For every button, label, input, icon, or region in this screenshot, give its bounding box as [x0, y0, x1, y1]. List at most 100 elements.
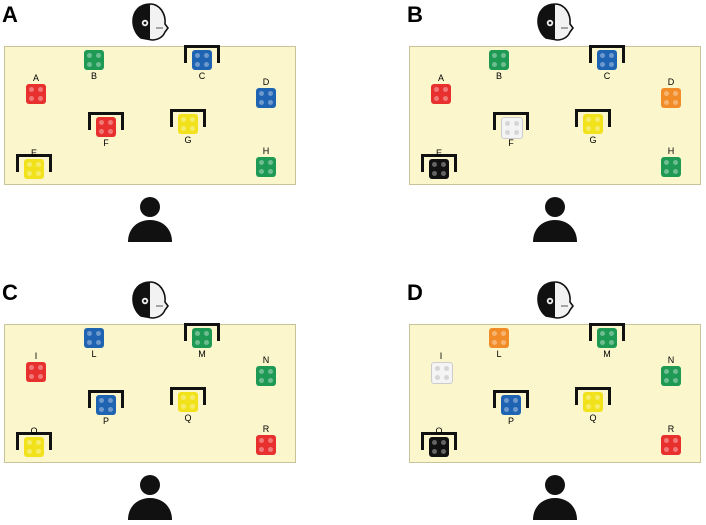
brick-stud	[268, 447, 273, 452]
brick-stud	[190, 117, 195, 122]
robot-head-icon	[130, 2, 170, 42]
brick-stud	[514, 130, 519, 135]
brick-stud	[586, 117, 591, 122]
brick-stud	[600, 340, 605, 345]
brick-stud	[501, 62, 506, 67]
brick-stud	[195, 340, 200, 345]
brick-stud	[432, 171, 437, 176]
object-label: D	[667, 77, 675, 87]
brick-stud	[96, 53, 101, 58]
enclosure-bracket	[16, 432, 52, 450]
brick-stud	[181, 117, 186, 122]
lego-brick	[489, 328, 509, 348]
brick-stud	[595, 404, 600, 409]
lego-brick	[192, 328, 212, 348]
brick-stud	[87, 53, 92, 58]
robot-head-icon	[535, 2, 575, 42]
human-person-icon	[126, 474, 174, 520]
brick-stud	[87, 340, 92, 345]
brick-stud	[29, 96, 34, 101]
brick-stud	[27, 449, 32, 454]
brick-stud	[38, 87, 43, 92]
lego-brick	[583, 392, 603, 412]
panel-label: A	[2, 2, 18, 27]
lego-brick	[26, 84, 46, 104]
brick-stud	[108, 120, 113, 125]
brick-stud	[96, 331, 101, 336]
brick-stud	[432, 440, 437, 445]
brick-stud	[443, 96, 448, 101]
brick-stud	[435, 375, 440, 380]
brick-stud	[492, 62, 497, 67]
lego-brick	[501, 395, 521, 415]
object-label: R	[262, 424, 270, 434]
brick-stud	[268, 369, 273, 374]
brick-stud	[190, 404, 195, 409]
object-label: C	[198, 71, 206, 81]
lego-brick	[661, 366, 681, 386]
brick-stud	[609, 340, 614, 345]
brick-stud	[38, 96, 43, 101]
brick-stud	[87, 331, 92, 336]
brick-stud	[38, 374, 43, 379]
object-label: R	[667, 424, 675, 434]
human-person-icon	[531, 474, 579, 520]
enclosure-bracket	[170, 387, 206, 405]
lego-brick	[96, 395, 116, 415]
lego-brick	[84, 328, 104, 348]
brick-stud	[664, 169, 669, 174]
enclosure-bracket	[421, 154, 457, 172]
object-label: B	[90, 71, 97, 81]
brick-stud	[432, 449, 437, 454]
brick-stud	[99, 120, 104, 125]
brick-stud	[501, 53, 506, 58]
object-label: M	[603, 349, 611, 359]
brick-stud	[664, 160, 669, 165]
brick-stud	[501, 340, 506, 345]
brick-stud	[190, 126, 195, 131]
panel-label: D	[407, 280, 423, 305]
brick-stud	[268, 160, 273, 165]
brick-stud	[99, 407, 104, 412]
brick-stud	[181, 404, 186, 409]
brick-stud	[27, 171, 32, 176]
brick-stud	[513, 407, 518, 412]
brick-stud	[99, 129, 104, 134]
lego-brick	[431, 362, 453, 384]
object-label: I	[439, 351, 443, 361]
brick-stud	[27, 162, 32, 167]
brick-stud	[609, 331, 614, 336]
brick-stud	[609, 62, 614, 67]
brick-stud	[492, 53, 497, 58]
brick-stud	[36, 449, 41, 454]
brick-stud	[432, 162, 437, 167]
object-label: O	[30, 426, 38, 436]
object-label: C	[603, 71, 611, 81]
lego-brick	[256, 88, 276, 108]
brick-stud	[36, 162, 41, 167]
panel-label: C	[2, 280, 18, 305]
brick-stud	[664, 100, 669, 105]
lego-brick	[429, 437, 449, 457]
brick-stud	[434, 87, 439, 92]
object-label: G	[184, 135, 192, 145]
enclosure-bracket	[493, 390, 529, 408]
lego-brick	[597, 328, 617, 348]
object-label: O	[435, 426, 443, 436]
brick-stud	[96, 340, 101, 345]
brick-stud	[513, 398, 518, 403]
brick-stud	[29, 374, 34, 379]
object-label: N	[262, 355, 270, 365]
brick-stud	[505, 121, 510, 126]
brick-stud	[664, 91, 669, 96]
brick-stud	[38, 365, 43, 370]
lego-brick	[96, 117, 116, 137]
lego-brick	[429, 159, 449, 179]
object-label: B	[495, 71, 502, 81]
object-label: M	[198, 349, 206, 359]
lego-brick	[583, 114, 603, 134]
enclosure-bracket	[170, 109, 206, 127]
